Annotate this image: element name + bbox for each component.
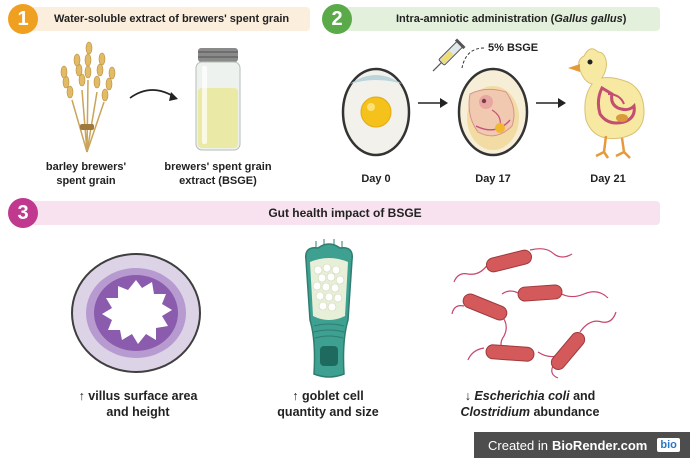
goblet-cell-icon [305, 239, 353, 378]
step2-title: Intra-amniotic administration (Gallus ga… [396, 13, 627, 25]
step1-banner: Water-soluble extract of brewers' spent … [30, 7, 310, 31]
step2-banner: Intra-amniotic administration (Gallus ga… [338, 7, 660, 31]
grain-label: barley brewers' spent grain [45, 161, 127, 187]
step3-banner: Gut health impact of BSGE [30, 201, 660, 225]
biorender-logo-icon: bio [657, 438, 680, 452]
step3-badge: 3 [8, 198, 38, 228]
arrow-icon [129, 89, 178, 101]
bacteria-icon [451, 248, 617, 379]
bacteria-caption: ↓ Escherichia coli and Clostridium abund… [460, 389, 600, 419]
biorender-footer[interactable]: Created in BioRender.com bio [474, 432, 690, 458]
chick-icon [568, 48, 645, 159]
syringe-icon [432, 38, 466, 72]
egg-day0-icon [341, 67, 411, 157]
step1-badge: 1 [8, 4, 38, 34]
day-label-0: Day 0 [361, 173, 391, 185]
dashed-leader-line [461, 47, 485, 69]
step2-badge: 2 [322, 4, 352, 34]
arrow-icon [418, 98, 448, 108]
extract-label: brewers' spent grain extract (BSGE) [164, 161, 272, 187]
footer-brand: BioRender.com [551, 437, 648, 453]
extract-jar-icon [195, 48, 241, 151]
day-label-17: Day 17 [475, 173, 511, 185]
wheat-icon [60, 41, 116, 153]
day-label-21: Day 21 [590, 173, 626, 185]
villus-cross-section-icon [71, 253, 201, 373]
villus-caption: ↑ villus surface area and height [78, 389, 198, 419]
dose-label: 5% BSGE [488, 42, 539, 54]
egg-day17-icon [457, 67, 529, 157]
goblet-caption: ↑ goblet cell quantity and size [277, 389, 379, 419]
step3-title: Gut health impact of BSGE [268, 206, 422, 220]
arrow-icon [536, 98, 566, 108]
footer-prefix: Created in [488, 437, 548, 453]
step1-title: Water-soluble extract of brewers' spent … [54, 13, 290, 25]
